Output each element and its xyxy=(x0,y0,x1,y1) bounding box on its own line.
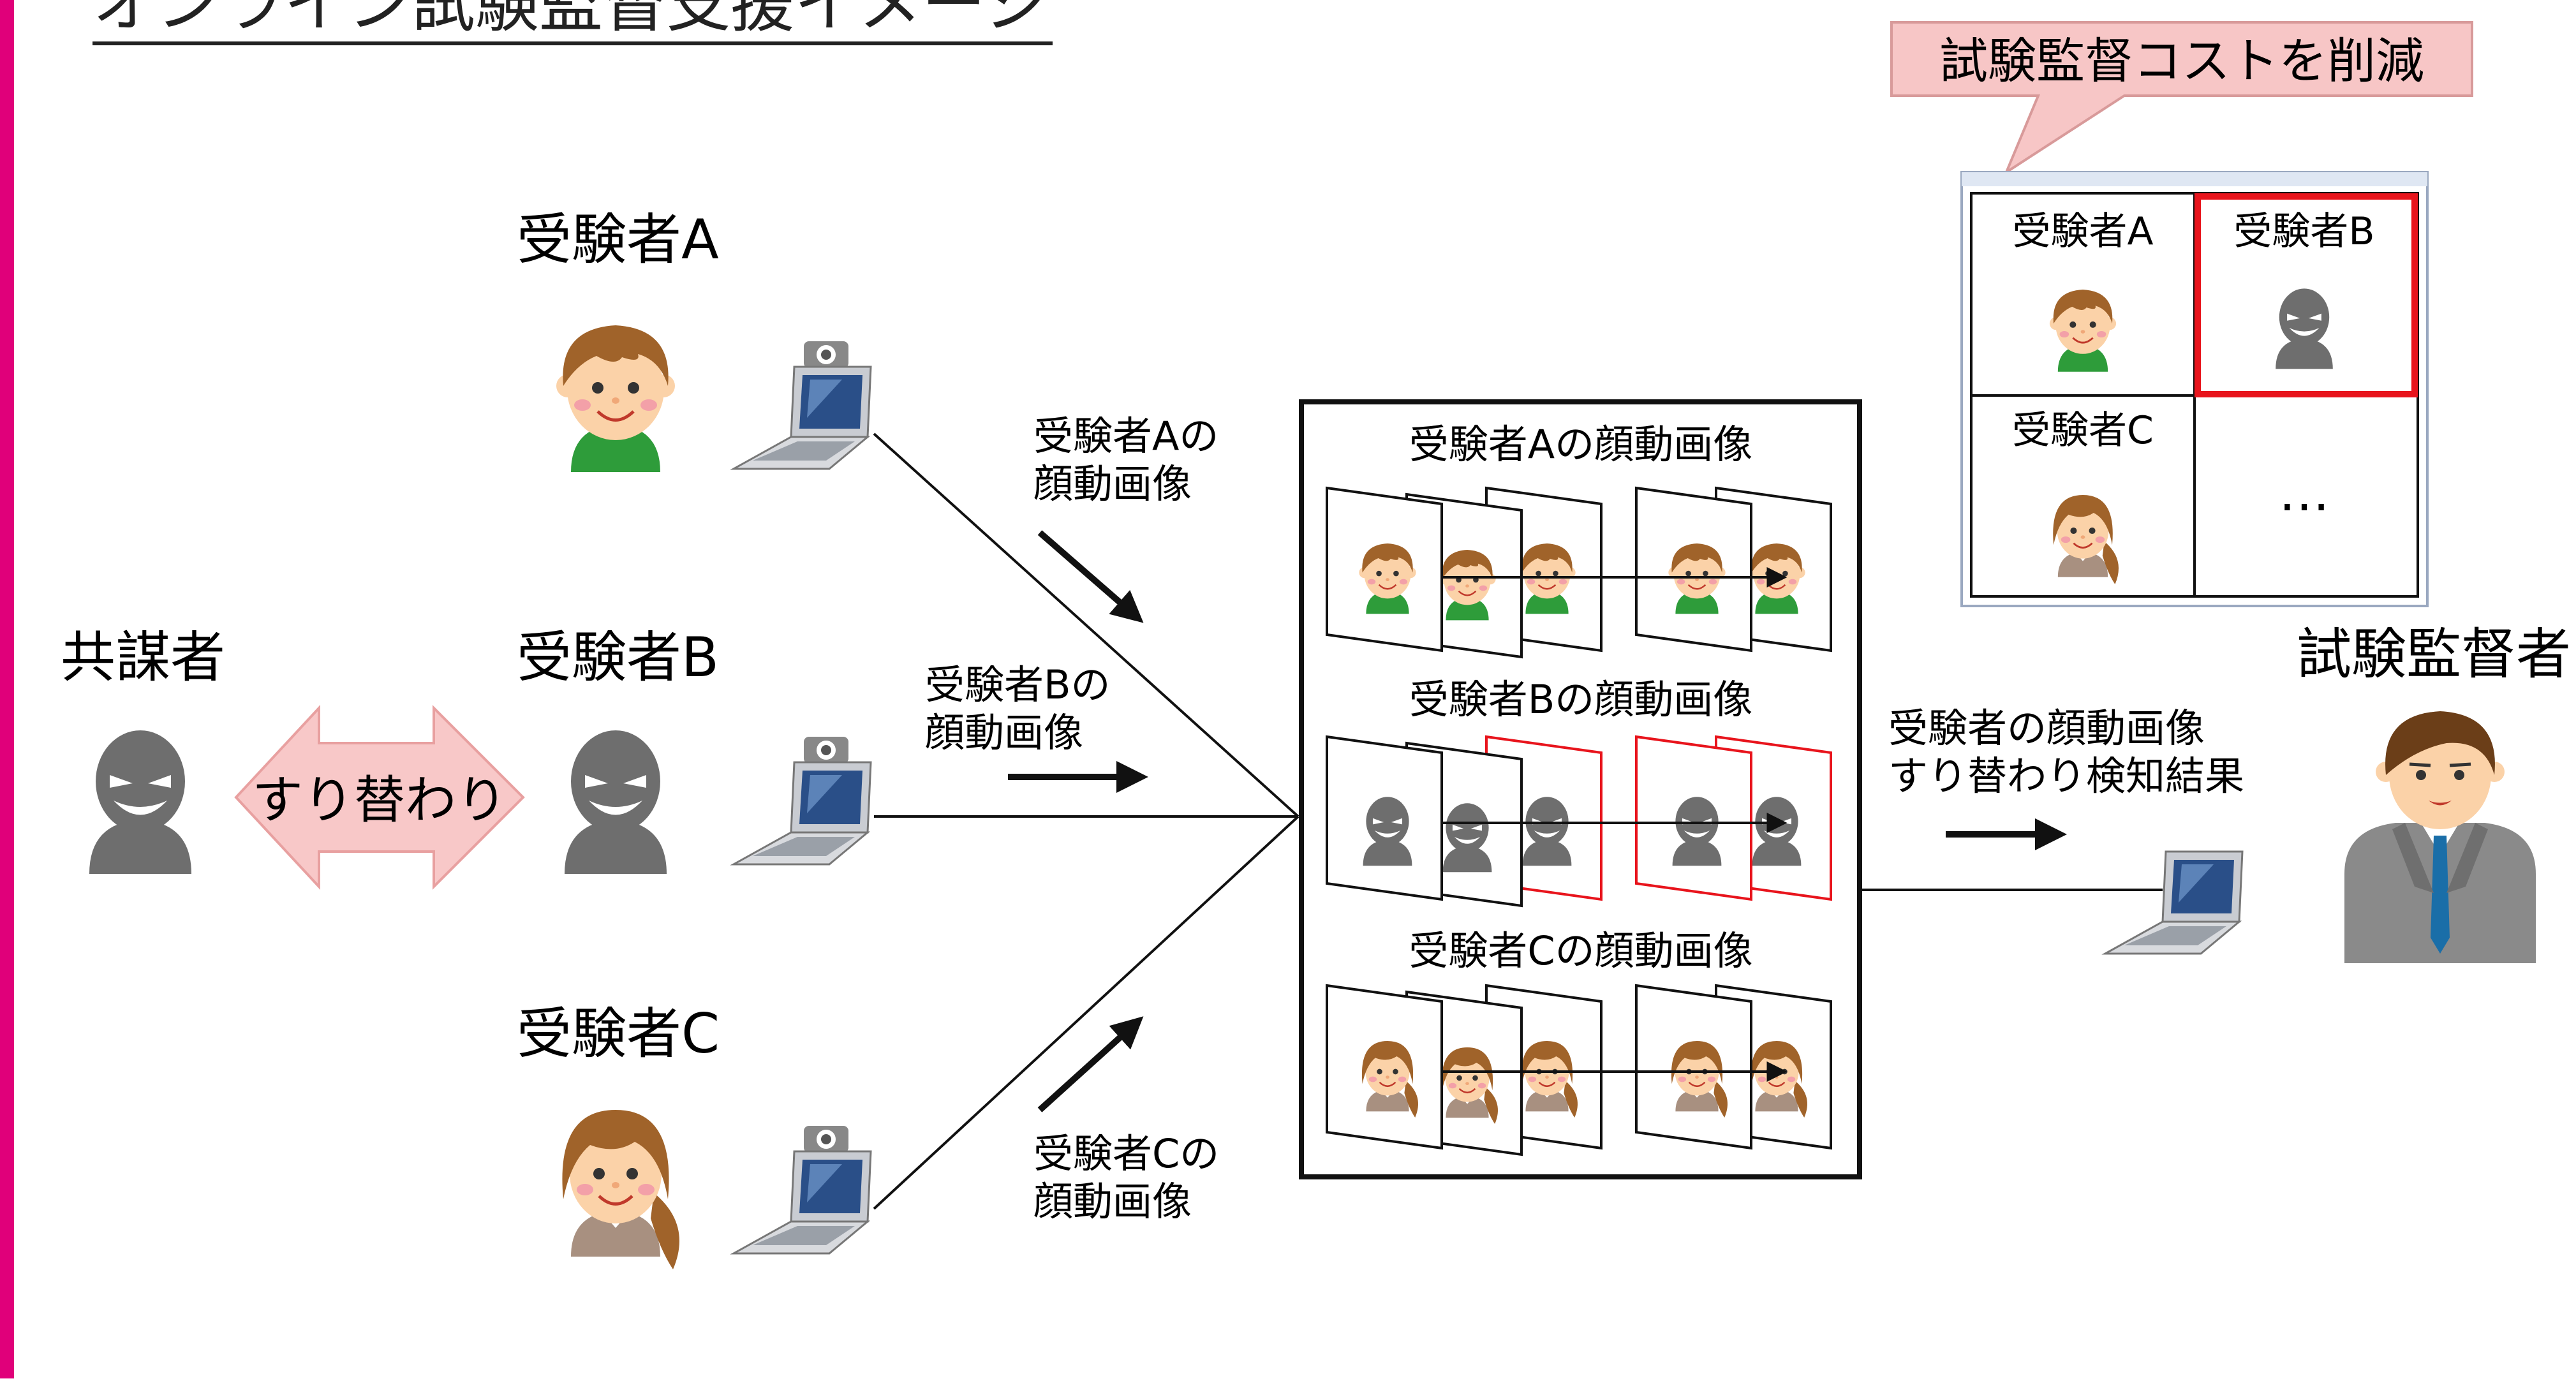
frames-row-a xyxy=(1326,486,1832,659)
label-accomplice: 共謀者 xyxy=(61,626,225,690)
monitor-cell-b-face xyxy=(2276,288,2333,369)
accomplice-avatar xyxy=(89,730,191,874)
server-title-b: 受験者Bの顔動画像 xyxy=(1409,676,1753,723)
flow-b-line2: 顔動画像 xyxy=(925,709,1083,756)
candidate-c-avatar xyxy=(562,1110,679,1269)
cost-callout: 試験監督コストを削減 xyxy=(1890,21,2473,176)
laptop-b-icon xyxy=(732,735,872,866)
laptop-c-icon xyxy=(732,1125,872,1255)
line-a-to-server xyxy=(873,432,1299,818)
flow-a-line2: 顔動画像 xyxy=(1033,461,1192,507)
monitoring-window: 受験者A 受験者B 受験者C … xyxy=(1960,171,2429,607)
server-title-a: 受験者Aの顔動画像 xyxy=(1409,421,1752,468)
impersonation-arrow: すり替わり xyxy=(234,704,525,890)
label-candidate-a: 受験者A xyxy=(517,208,719,272)
flow-a-arrow xyxy=(1037,530,1144,623)
flow-a-line1: 受験者Aの xyxy=(1033,413,1218,459)
proctor-laptop-icon xyxy=(2104,850,2244,955)
output-line1: 受験者の顔動画像 xyxy=(1888,705,2205,751)
flow-c-line2: 顔動画像 xyxy=(1033,1178,1192,1225)
flow-c-arrow xyxy=(1037,1016,1144,1112)
frames-row-b xyxy=(1326,735,1832,908)
cost-callout-text: 試験監督コストを削減 xyxy=(1939,33,2424,89)
flow-b-line1: 受験者Bの xyxy=(925,661,1111,708)
output-line2: すり替わり検知結果 xyxy=(1888,753,2244,799)
server-title-c: 受験者Cの顔動画像 xyxy=(1409,927,1752,974)
frames-row-c xyxy=(1326,984,1832,1156)
monitor-cell-b-alert-frame xyxy=(2195,193,2418,397)
monitor-cell-c-label: 受験者C xyxy=(2012,408,2154,453)
line-c-to-server xyxy=(873,815,1299,1210)
impersonation-label: すり替わり xyxy=(252,771,507,830)
left-accent-bar xyxy=(0,0,14,1378)
page-title: オンライン試験監督支援イメージ xyxy=(93,0,1048,41)
monitor-cell-b-label: 受験者B xyxy=(2233,209,2374,254)
label-proctor: 試験監督者 xyxy=(2297,623,2571,686)
label-candidate-c: 受験者C xyxy=(517,1002,720,1066)
candidate-a-avatar xyxy=(556,325,675,472)
proctor-avatar xyxy=(2344,711,2536,963)
label-candidate-b: 受験者B xyxy=(517,626,719,690)
flow-c-line1: 受験者Cの xyxy=(1033,1130,1219,1177)
monitor-cell-more: … xyxy=(2279,463,2330,522)
laptop-a-icon xyxy=(732,340,872,470)
candidate-b-avatar xyxy=(565,730,667,874)
monitor-cell-a-label: 受験者A xyxy=(2012,209,2153,254)
